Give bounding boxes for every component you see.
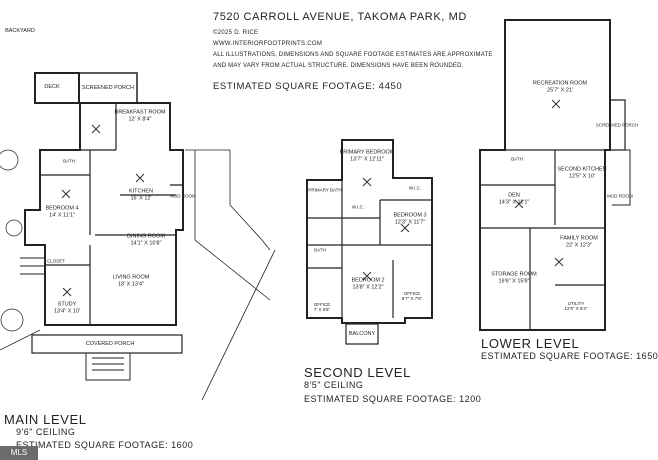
label-deck: DECK [44,83,60,90]
balcony-outline [345,323,379,345]
label-backyard: BACKYARD [5,27,35,34]
label-bath-second: BATH [314,247,326,253]
label-balcony: BALCONY [348,330,376,337]
website-link[interactable]: WWW.INTERIORFOOTPRINTS.COM [213,41,323,47]
main-level-ceiling: 9'6" CEILING [16,427,76,437]
lower-level-outline [479,19,611,331]
label-wic-1: W.I.C. [408,185,422,191]
lower-level-title: LOWER LEVEL [481,336,580,351]
second-level-title: SECOND LEVEL [304,365,411,380]
label-bath-main: BATH [63,158,75,164]
lower-level-sqft: ESTIMATED SQUARE FOOTAGE: 1650 [481,351,658,361]
label-covered-porch: COVERED PORCH [85,340,135,347]
main-level-title: MAIN LEVEL [4,412,87,427]
mls-badge: MLS [0,446,38,460]
label-mud-room-main: MUD ROOM [170,193,196,199]
main-level-sqft: ESTIMATED SQUARE FOOTAGE: 1600 [16,440,194,450]
label-screened-porch-main: SCREENED PORCH [82,84,134,91]
covered-porch-outline [31,334,183,354]
label-primary-bath: PRIMARY BATH [308,187,342,193]
copyright-notice: ©2025 D. RICE [213,30,259,36]
total-square-footage: ESTIMATED SQUARE FOOTAGE: 4450 [213,81,403,92]
label-closet: CLOSET [46,258,66,264]
label-wic-2: W.I.C. [351,204,365,210]
second-level-sqft: ESTIMATED SQUARE FOOTAGE: 1200 [304,394,482,404]
main-level-outline [24,102,184,326]
label-mud-room-lower: MUD ROOM [607,193,633,199]
disclaimer-line-2: AND MAY VARY FROM ACTUAL STRUCTURE. DIME… [213,63,464,69]
property-address: 7520 CARROLL AVENUE, TAKOMA PARK, MD [213,11,467,23]
disclaimer-line-1: ALL ILLUSTRATIONS, DIMENSIONS AND SQUARE… [213,52,493,58]
label-screened-porch-lower: SCREENED PORCH [595,122,639,128]
floor-plan-drawing [0,19,631,401]
label-bath-lower: BATH [511,156,523,162]
second-level-ceiling: 8'5" CEILING [304,380,364,390]
